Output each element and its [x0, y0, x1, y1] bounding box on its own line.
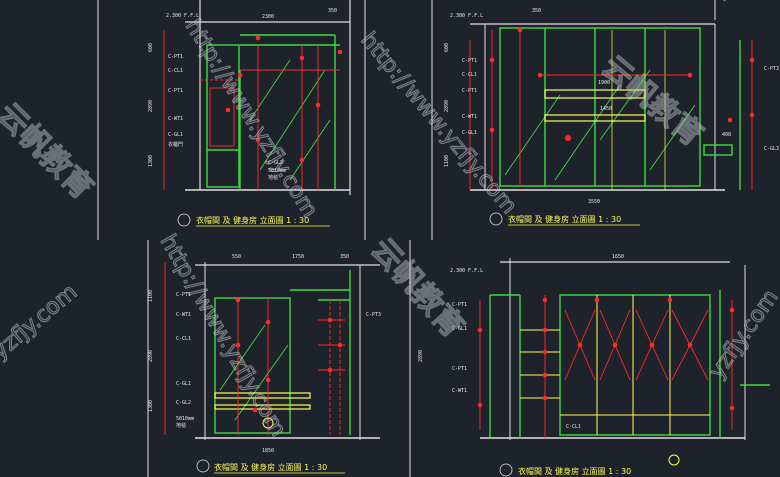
note-b-1: 400 [722, 132, 731, 138]
dim-b-left-0: 2890 [444, 100, 450, 112]
tag-c-1: C-WT1 [176, 312, 191, 318]
tag-b-5: C-PT3 [764, 66, 779, 72]
dim-d-top-0: 1650 [612, 254, 624, 260]
tag-b-2: C-PT1 [462, 88, 477, 94]
sheet-dividers [97, 0, 716, 477]
tag-a-1: C-CL1 [168, 68, 183, 74]
dim-b-top-0: 350 [532, 8, 541, 14]
dim-d-left-0: 2890 [418, 350, 424, 362]
tag-d-3: C-WT1 [452, 388, 467, 394]
tag-a-0: C-PT1 [168, 54, 183, 60]
dim-c-left-2: 1300 [148, 400, 154, 412]
tag-b-6: C-GL3 [764, 146, 779, 152]
dim-c-left-0: 1100 [148, 290, 154, 302]
elevation-panel-a: 2.300 F.F.L 350 2300 600 2890 1300 C-PT1… [148, 0, 351, 227]
dim-c-top-2: 350 [340, 254, 349, 260]
dim-b-bottom-0: 3550 [588, 199, 600, 205]
tag-d-4: C-CL1 [566, 424, 581, 430]
section-marker-b [489, 212, 503, 226]
dim-c-bottom-0: 1850 [262, 448, 274, 454]
detail-marker-c [262, 417, 274, 429]
title-d: 衣帽間 及 健身房 立面圖 1 : 30 [518, 466, 631, 476]
watermark-brand-left: 云帆教育 [0, 97, 100, 207]
level-label-b: 2.300 F.F.L [450, 13, 483, 19]
note-a-0: 衣櫃門 [168, 141, 183, 148]
tag-b-4: C-GL1 [462, 130, 477, 136]
tag-d-0: C-PT1 [452, 302, 467, 308]
detail-marker-d [668, 454, 680, 466]
dim-a-top-0: 350 [328, 8, 337, 14]
tag-d-1: C-GL1 [452, 326, 467, 332]
watermark-layer: 云帆教育 http://www.yzfjy.com http://www.yzf… [0, 0, 780, 442]
watermark-short-top: yzfjy.com [704, 0, 777, 3]
tag-b-3: C-WT1 [462, 114, 477, 120]
section-marker-c [196, 459, 210, 473]
dim-a-left-0: 600 [148, 43, 154, 52]
dim-b-left-1: 600 [444, 43, 450, 52]
note-c-0: 5010mm [176, 416, 194, 422]
tag-c-0: C-PT1 [176, 292, 191, 298]
tag-d-2: C-PT1 [452, 366, 467, 372]
dim-b-left-2: 1100 [444, 155, 450, 167]
tag-c-3: C-GL1 [176, 381, 191, 387]
elevation-panel-c: 550 1750 350 1850 1100 2890 1300 C-PT1 C… [148, 254, 381, 474]
tag-a-3: C-WT1 [168, 116, 183, 122]
watermark-url-a: http://www.yzfjy.com [180, 15, 322, 222]
tag-c-5: C-PT3 [366, 312, 381, 318]
tag-a-2: C-PT1 [168, 88, 183, 94]
note-c-1: 地毯 [176, 422, 186, 429]
dim-c-top-0: 550 [232, 254, 241, 260]
section-marker-a [177, 213, 191, 227]
tag-b-0: C-PT1 [462, 58, 477, 64]
watermark-brand-c: 云帆教育 [364, 232, 470, 345]
note-b-0: 1450 [600, 106, 612, 112]
level-label-a: 2.300 F.F.L [166, 13, 199, 19]
dim-a-left-2: 1300 [148, 155, 154, 167]
title-c: 衣帽間 及 健身房 立面圖 1 : 30 [214, 462, 327, 472]
dim-b-top-1: 1900 [598, 80, 610, 86]
tag-a-5: C-GL2 [268, 160, 283, 166]
tag-a-4: C-GL1 [168, 132, 183, 138]
dim-a-left-1: 2890 [148, 100, 154, 112]
section-marker-d [499, 463, 513, 477]
watermark-short-left: yzfjy.com [0, 280, 82, 365]
dim-a-top-1: 2300 [262, 14, 274, 20]
tag-c-4: C-GL2 [176, 400, 191, 406]
title-a: 衣帽間 及 健身房 立面圖 1 : 30 [196, 215, 309, 225]
level-label-d: 2.300 F.F.L [450, 268, 483, 274]
note-a-2: 地毯 [268, 174, 278, 181]
dim-c-top-1: 1750 [292, 254, 304, 260]
elevation-panel-b: 2.300 F.F.L 350 1900 3550 2890 600 1100 … [444, 8, 779, 226]
title-b: 衣帽間 及 健身房 立面圖 1 : 30 [508, 214, 621, 224]
watermark-url-b: http://www.yzfjy.com [355, 28, 521, 219]
tag-b-1: C-CL1 [462, 72, 477, 78]
note-a-1: 5010mm [268, 168, 286, 174]
tag-c-2: C-CL1 [176, 336, 191, 342]
elevation-panel-d: 2.300 F.F.L 1650 2890 C-PT1 C-GL1 C-PT1 … [418, 254, 770, 477]
dim-c-left-1: 2890 [148, 350, 154, 362]
watermark-short-right: yzfjy.com [704, 285, 780, 383]
